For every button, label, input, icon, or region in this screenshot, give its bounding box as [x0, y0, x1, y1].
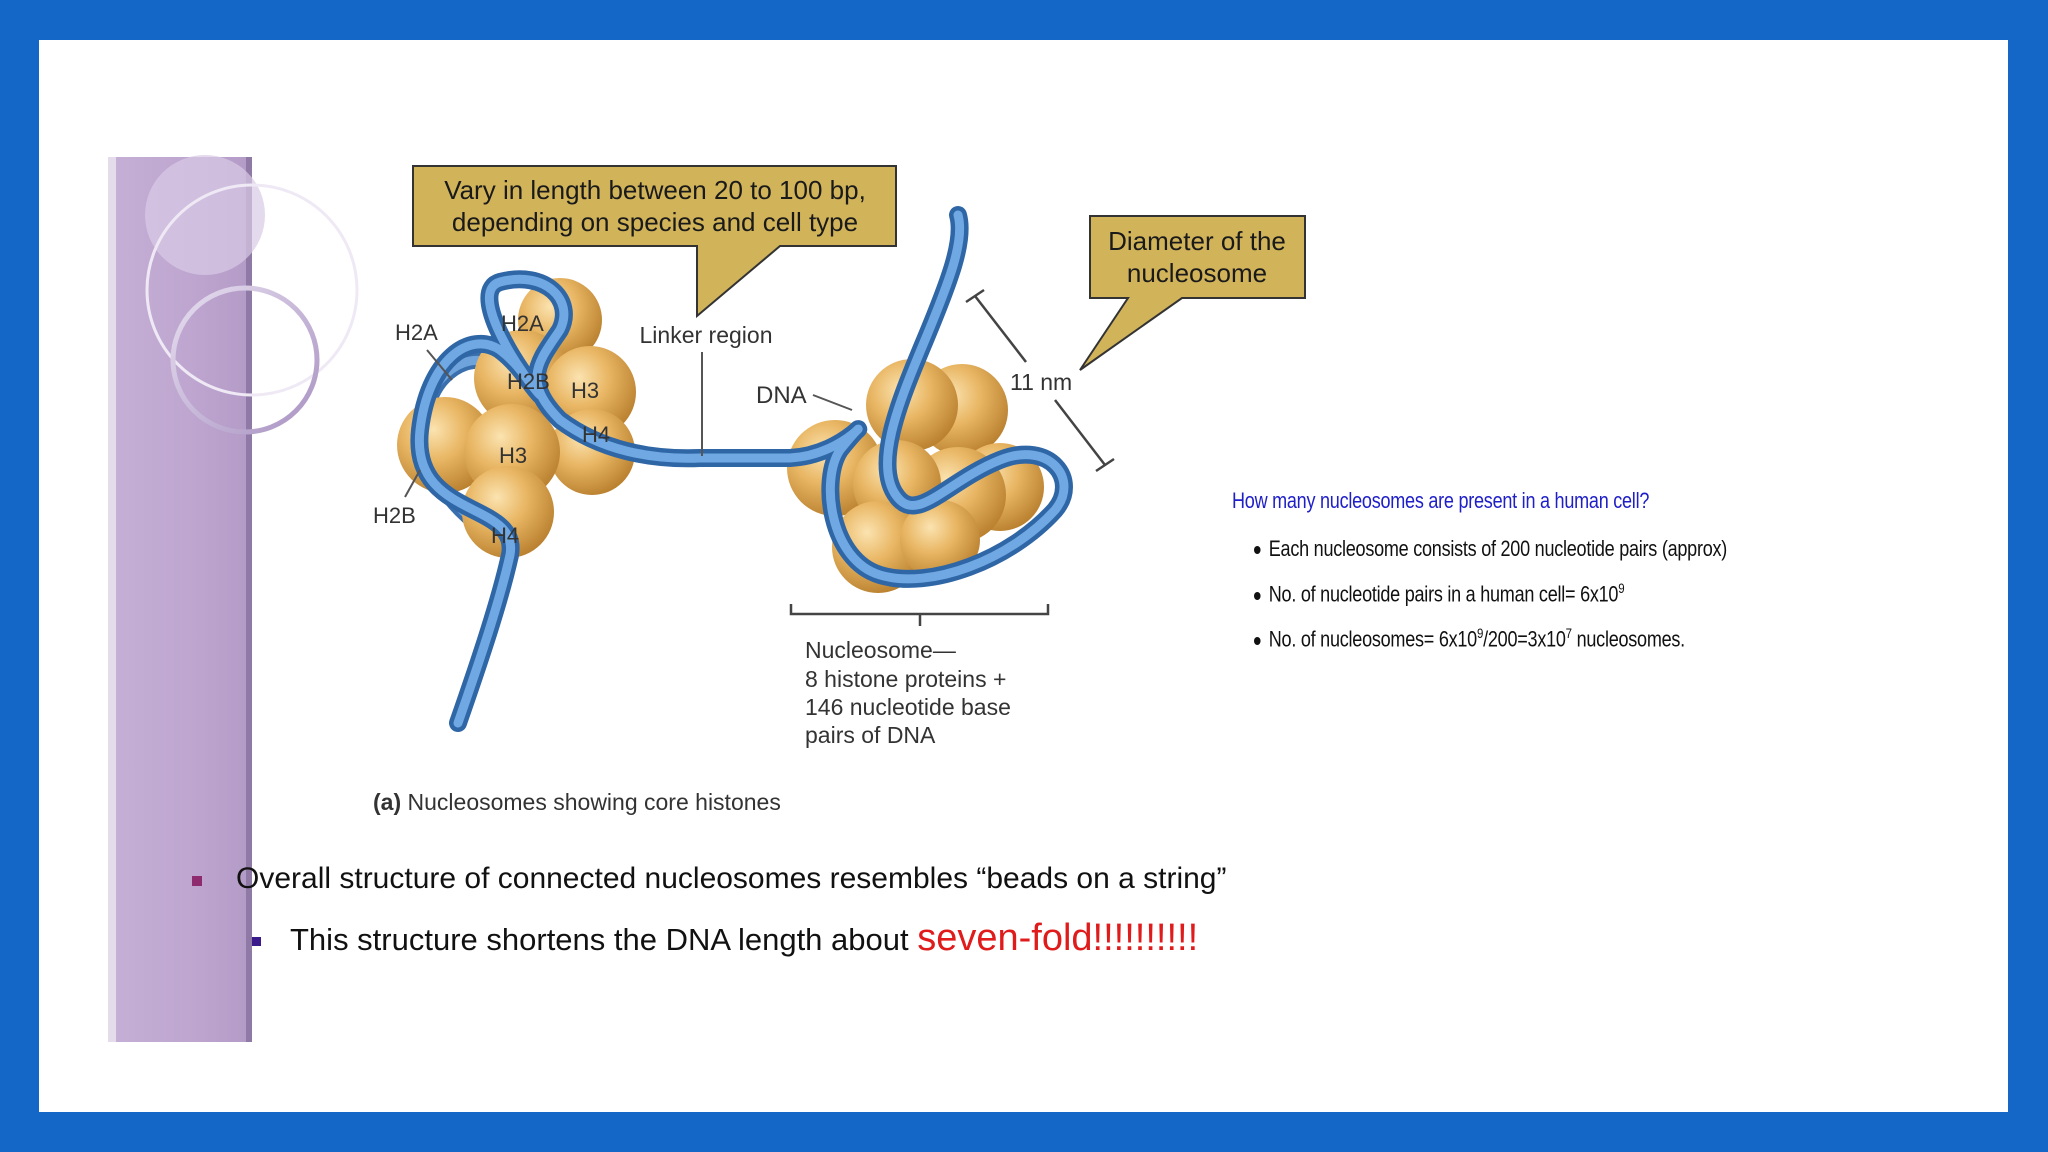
calc-item-1-text: Each nucleosome consists of 200 nucleoti…: [1268, 536, 1728, 561]
linker-callout-line1: Vary in length between 20 to 100 bp,: [444, 175, 866, 205]
calc-item-2-exponent: 9: [1618, 580, 1625, 596]
square-bullet-icon: [192, 876, 202, 886]
calc-item-3-exponent: 9: [1476, 625, 1484, 642]
nucleosome-caption-line2: 8 histone proteins +: [805, 666, 1006, 692]
figure-caption-tag: (a): [373, 789, 401, 815]
decorative-rings: [145, 155, 359, 435]
nucleosome-caption: Nucleosome— 8 histone proteins + 146 nuc…: [805, 637, 1011, 748]
diameter-callout-line1: Diameter of the: [1108, 226, 1286, 256]
dna-label: DNA: [756, 382, 807, 409]
label-h2b-top: H2B: [507, 369, 550, 394]
decorative-strip: [108, 157, 252, 1042]
diameter-callout-line2: nucleosome: [1127, 258, 1267, 288]
dna-pointer: DNA: [756, 382, 853, 411]
linker-marker: Linker region: [640, 322, 773, 456]
label-h4-right: H4: [582, 422, 610, 447]
slide: [39, 40, 2008, 1112]
calculation-list: Each nucleosome consists of 200 nucleoti…: [1254, 536, 1992, 653]
histone-labels: H2A H2A H2B H3 H4 H3 H2B H4: [373, 311, 610, 548]
nucleosome-caption-line1: Nucleosome—: [805, 637, 956, 663]
diameter-label: 11 nm: [1010, 369, 1072, 395]
nucleosome-caption-line3: 146 nucleotide base: [805, 694, 1011, 720]
label-h4-bottom: H4: [491, 523, 519, 548]
square-bullet-icon: [252, 937, 261, 946]
dna-strand: [410, 206, 1073, 732]
label-h3-middle: H3: [499, 443, 527, 468]
bullet-dot-icon: [1254, 546, 1261, 555]
diameter-dimension: 11 nm: [965, 288, 1115, 473]
figure-caption: (a) Nucleosomes showing core histones: [373, 789, 781, 815]
label-h2a-inner: H2A: [501, 311, 544, 336]
bullet-main-text: Overall structure of connected nucleosom…: [236, 862, 1227, 895]
label-h2b-outer: H2B: [373, 503, 416, 528]
linker-callout-line2: depending on species and cell type: [452, 207, 858, 237]
nucleosome-bracket: [789, 604, 1050, 626]
main-bullets: Overall structure of connected nucleosom…: [190, 858, 1390, 960]
nucleosome-count-panel: How many nucleosomes are present in a hu…: [1232, 488, 1992, 671]
figure-caption-text: Nucleosomes showing core histones: [401, 789, 781, 815]
calc-item-3-suffix: nucleosomes.: [1571, 626, 1686, 652]
bullet-sub: This structure shortens the DNA length a…: [190, 917, 1390, 960]
calc-item-3: No. of nucleosomes= 6x109/200=3x107 nucl…: [1254, 625, 1859, 652]
bullet-sub-emphasis: seven-fold!!!!!!!!!!: [917, 917, 1199, 959]
label-h3-right: H3: [571, 378, 599, 403]
bullet-dot-icon: [1254, 591, 1261, 600]
bullet-main: Overall structure of connected nucleosom…: [190, 858, 1316, 899]
calc-item-2: No. of nucleotide pairs in a human cell=…: [1254, 580, 1859, 607]
linker-region-label: Linker region: [640, 322, 773, 348]
decorative-strip-rim: [246, 157, 252, 1042]
diameter-callout: Diameter of the nucleosome: [1079, 215, 1306, 371]
calc-item-3-text: No. of nucleosomes= 6x10: [1268, 626, 1477, 652]
calc-item-3-mid: /200=3x10: [1483, 626, 1566, 652]
calc-item-1: Each nucleosome consists of 200 nucleoti…: [1254, 536, 1859, 562]
question-heading: How many nucleosomes are present in a hu…: [1232, 488, 1650, 513]
bullet-dot-icon: [1254, 636, 1261, 645]
linker-callout: Vary in length between 20 to 100 bp, dep…: [412, 165, 897, 319]
label-h2a-outer: H2A: [395, 320, 438, 345]
decorative-strip-edge: [108, 157, 116, 1042]
bullet-sub-text: This structure shortens the DNA length a…: [290, 922, 918, 957]
calc-item-2-text: No. of nucleotide pairs in a human cell=…: [1268, 581, 1619, 607]
calc-item-3-exponent-2: 7: [1565, 625, 1572, 642]
nucleosome-caption-line4: pairs of DNA: [805, 722, 936, 748]
